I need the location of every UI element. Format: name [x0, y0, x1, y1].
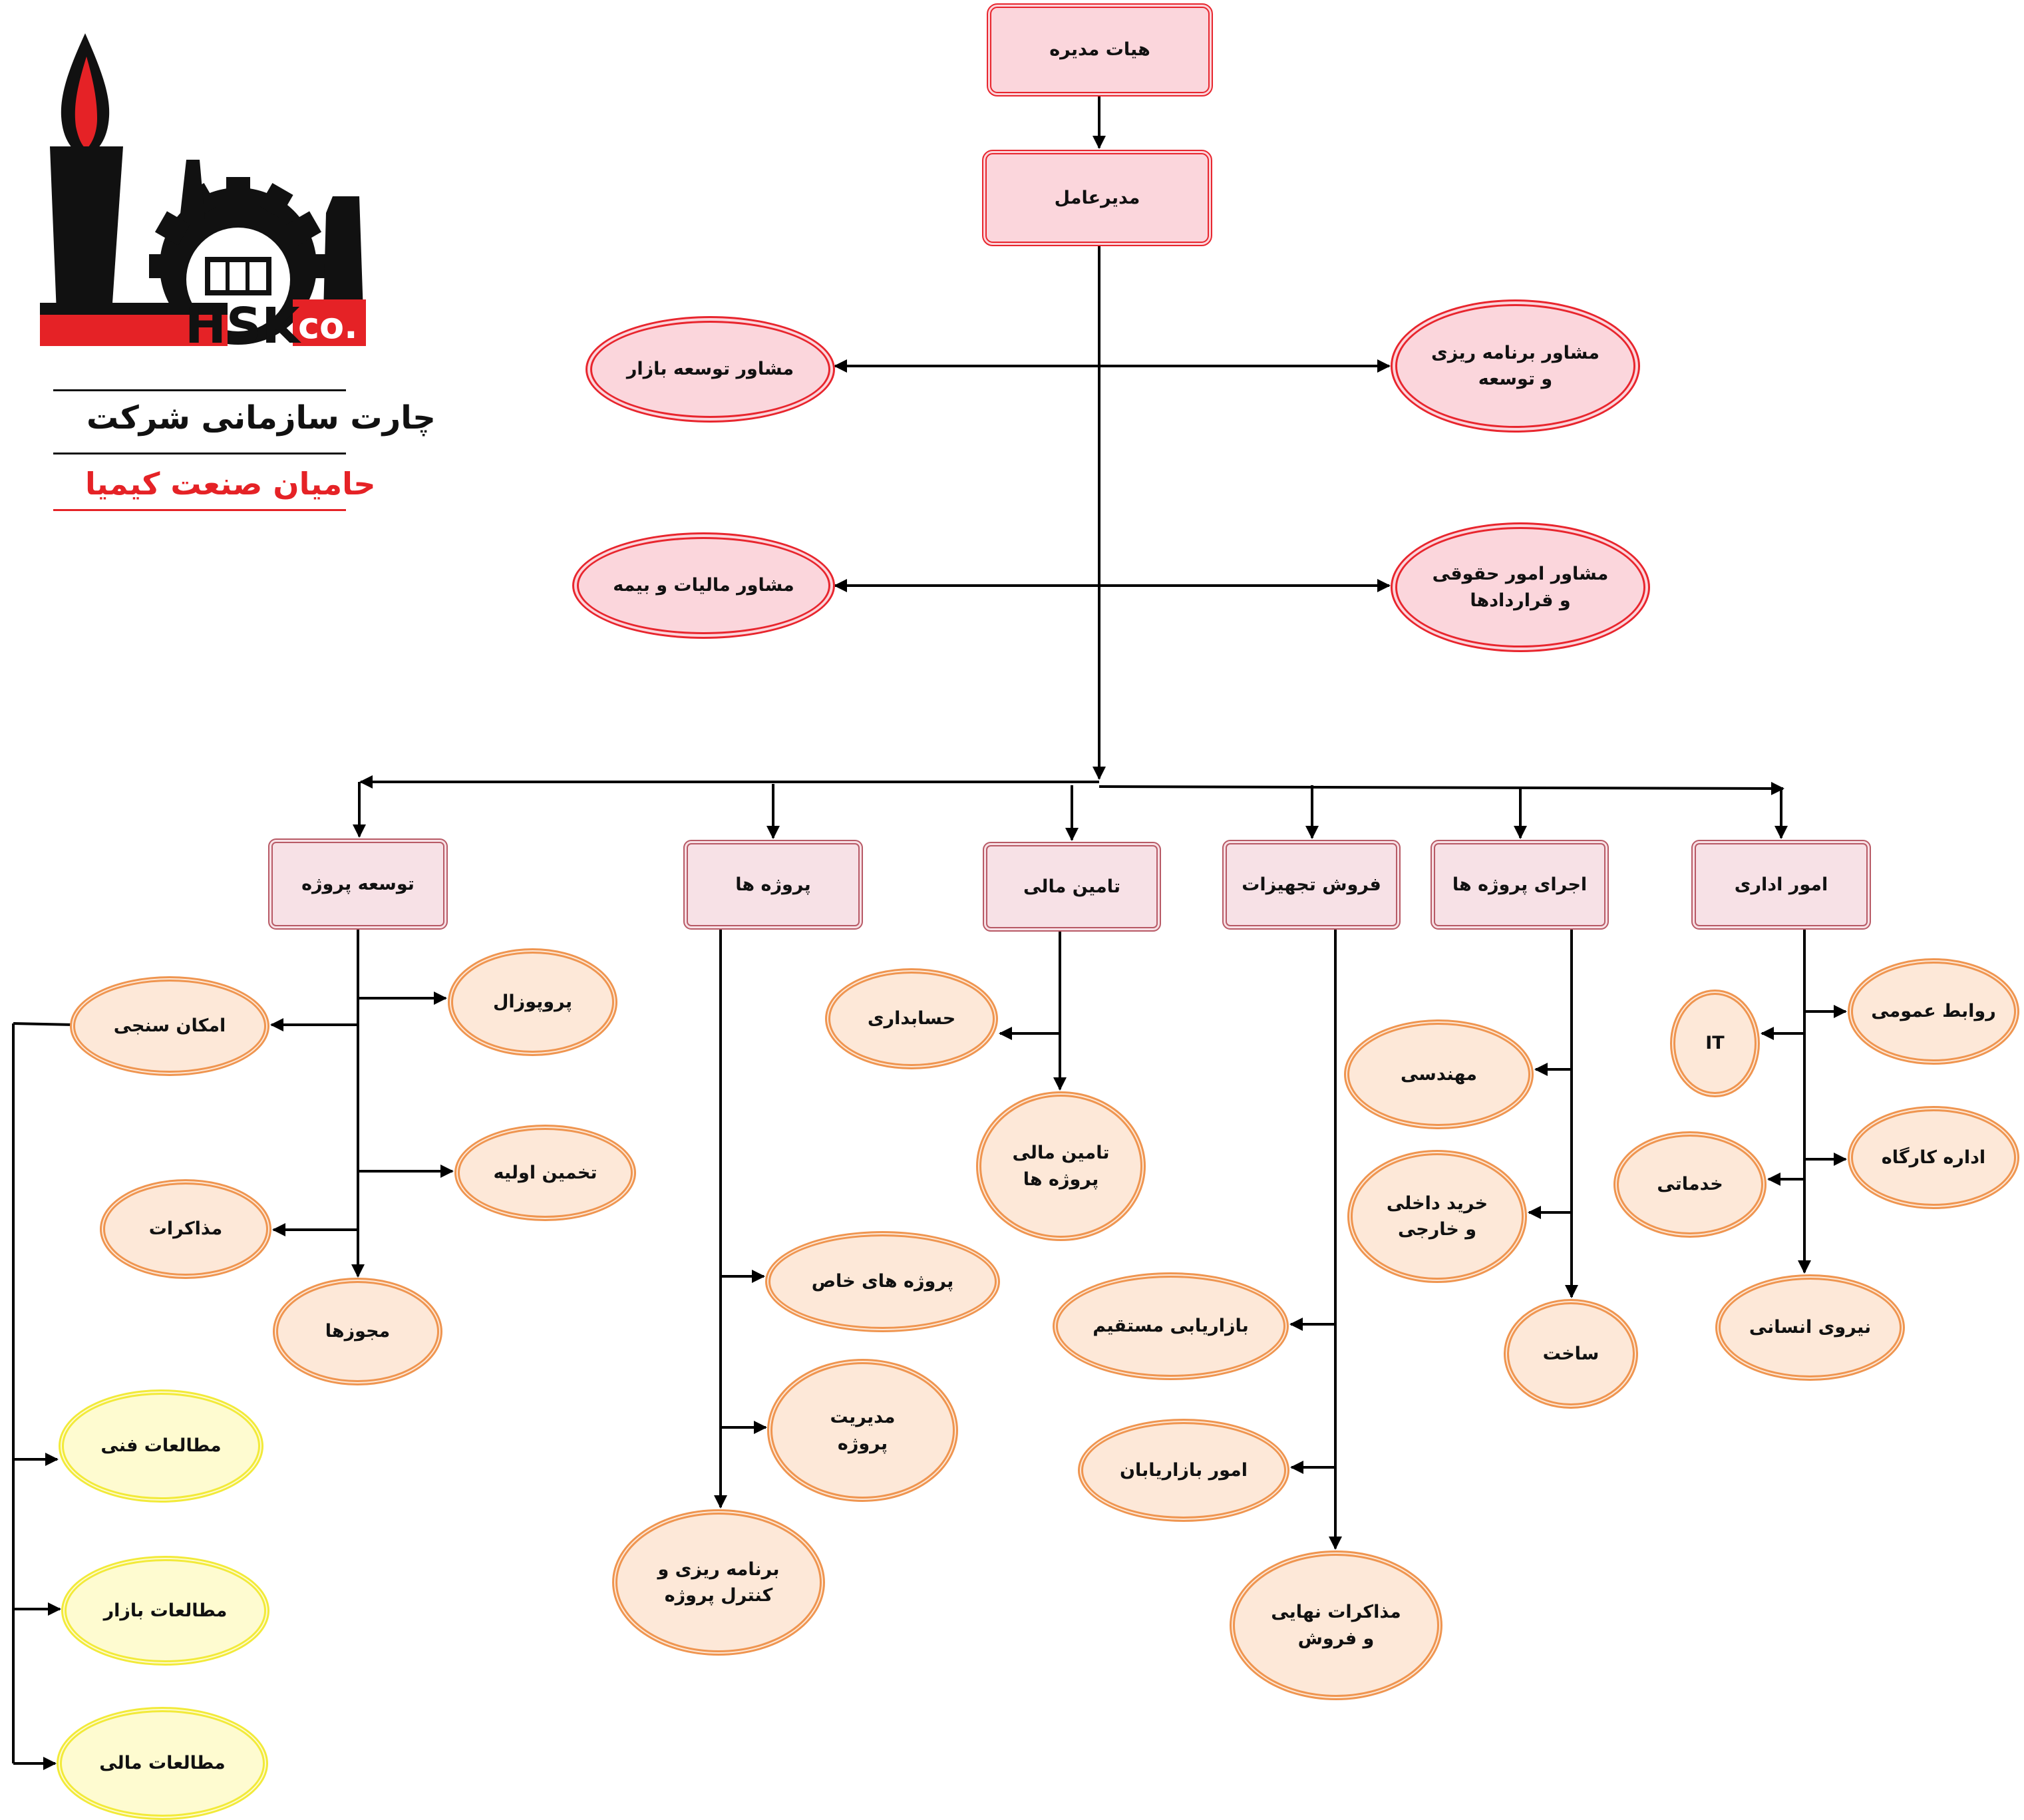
permits-label: مجوزها	[325, 1321, 391, 1342]
chimney-icon	[50, 146, 123, 313]
accounting-node[interactable]: حسابداری	[825, 968, 998, 1069]
project-financing-node[interactable]: تامین مالی پروژه ها	[976, 1091, 1146, 1241]
logo-mark-text: HSK	[185, 297, 301, 355]
dept-finance[interactable]: تامین مالی	[983, 842, 1161, 932]
dept-administration[interactable]: امور اداری	[1691, 840, 1871, 930]
project-management-label: مدیریت پروژه	[830, 1407, 896, 1454]
public-relations-label: روابط عمومی	[1871, 1001, 1996, 1022]
dept-finance-label: تامین مالی	[1023, 876, 1121, 897]
human-resources-label: نیروی انسانی	[1749, 1317, 1872, 1338]
proposal-label: پروپوزال	[492, 992, 572, 1013]
engineering-node[interactable]: مهندسی	[1344, 1019, 1534, 1129]
advisor-legal-contracts[interactable]: مشاور امور حقوقی و قراردادها	[1391, 522, 1650, 652]
dept-equipment-label: فروش تجهیزات	[1242, 874, 1381, 895]
dept-execution-label: اجرای پروژه ها	[1452, 874, 1588, 895]
board-label: هیات مدیره	[1049, 39, 1150, 61]
market-studies-node[interactable]: مطالعات بازار	[61, 1556, 269, 1666]
dept-projects-label: پروژه ها	[735, 874, 811, 895]
procurement-label: خرید داخلی و خارجی	[1386, 1192, 1488, 1240]
advisor-legal-label: مشاور امور حقوقی و قراردادها	[1432, 564, 1609, 611]
project-management-node[interactable]: مدیریت پروژه	[767, 1359, 958, 1502]
technical-studies-node[interactable]: مطالعات فنی	[59, 1389, 263, 1503]
flame-icon	[61, 33, 110, 157]
services-label: خدماتی	[1657, 1174, 1723, 1195]
factory-icon	[40, 160, 366, 346]
advisor-market-development[interactable]: مشاور توسعه بازار	[586, 316, 835, 423]
logo-mark: HSK co.	[40, 33, 366, 355]
connector-dept-bus-right	[1098, 781, 1784, 795]
advisor-planning-development[interactable]: مشاور برنامه ریزی و توسعه	[1391, 299, 1640, 433]
special-projects-node[interactable]: پروژه های خاص	[765, 1231, 1000, 1332]
logo-company-name: حامیان صنعت کیمیا	[85, 466, 376, 502]
accounting-label: حسابداری	[867, 1008, 956, 1029]
final-negotiations-label: مذاکرات نهایی و فروش	[1271, 1602, 1401, 1649]
project-financing-label: تامین مالی پروژه ها	[1012, 1143, 1110, 1190]
feasibility-label: امکان سنجی	[113, 1015, 226, 1037]
logo-rule-bottom	[53, 509, 346, 511]
dept-project-development-label: توسعه پروژه	[301, 873, 415, 894]
negotiations-label: مذاکرات	[148, 1218, 223, 1240]
direct-marketing-node[interactable]: بازاریابی مستقیم	[1053, 1272, 1289, 1380]
proposal-node[interactable]: پروپوزال	[448, 948, 617, 1056]
technical-studies-label: مطالعات فنی	[100, 1435, 222, 1457]
advisor-tax-label: مشاور مالیات و بیمه	[613, 575, 794, 596]
permits-node[interactable]: مجوزها	[273, 1278, 442, 1385]
dept-project-execution[interactable]: اجرای پروژه ها	[1431, 840, 1609, 930]
dept-admin-label: امور اداری	[1734, 874, 1828, 895]
advisor-market-label: مشاور توسعه بازار	[626, 359, 794, 380]
logo-rule-mid	[53, 453, 346, 455]
dept-equipment-sales[interactable]: فروش تجهیزات	[1222, 840, 1401, 930]
public-relations-node[interactable]: روابط عمومی	[1848, 958, 2019, 1065]
market-studies-label: مطالعات بازار	[103, 1600, 228, 1621]
financial-studies-node[interactable]: مطالعات مالی	[57, 1707, 268, 1820]
advisor-tax-insurance[interactable]: مشاور مالیات و بیمه	[572, 532, 835, 639]
project-planning-control-label: برنامه ریزی و کنترل پروژه	[657, 1558, 780, 1606]
workshop-administration-node[interactable]: اداره کارگاه	[1848, 1106, 2019, 1209]
workshop-administration-label: اداره کارگاه	[1881, 1147, 1986, 1168]
marketers-affairs-label: امور بازاریابان	[1119, 1459, 1248, 1481]
negotiations-node[interactable]: مذاکرات	[100, 1179, 271, 1279]
initial-estimate-label: تخمین اولیه	[493, 1162, 597, 1183]
dept-project-development[interactable]: توسعه پروژه	[268, 838, 448, 930]
financial-studies-label: مطالعات مالی	[99, 1753, 226, 1774]
services-node[interactable]: خدماتی	[1613, 1131, 1767, 1238]
final-negotiations-sales-node[interactable]: مذاکرات نهایی و فروش	[1230, 1550, 1442, 1700]
board-of-directors-box[interactable]: هیات مدیره	[987, 3, 1213, 96]
it-label: IT	[1705, 1033, 1725, 1054]
marketers-affairs-node[interactable]: امور بازاریابان	[1078, 1419, 1289, 1522]
special-projects-label: پروژه های خاص	[811, 1271, 954, 1292]
connector-feasibility-bracket	[13, 1022, 75, 1026]
human-resources-node[interactable]: نیروی انسانی	[1715, 1274, 1905, 1381]
project-planning-control-node[interactable]: برنامه ریزی و کنترل پروژه	[612, 1509, 825, 1656]
feasibility-node[interactable]: امکان سنجی	[70, 976, 269, 1076]
construction-node[interactable]: ساخت	[1504, 1299, 1638, 1409]
it-node[interactable]: IT	[1670, 990, 1760, 1097]
company-logo: HSK co. چارت سازمانی شرکت حامیان صنعت کی…	[33, 27, 436, 511]
initial-estimate-node[interactable]: تخمین اولیه	[454, 1125, 636, 1221]
direct-marketing-label: بازاریابی مستقیم	[1093, 1316, 1249, 1337]
engineering-label: مهندسی	[1400, 1063, 1478, 1085]
logo-title: چارت سازمانی شرکت	[86, 399, 436, 437]
dept-projects[interactable]: پروژه ها	[683, 840, 863, 930]
advisor-planning-label: مشاور برنامه ریزی و توسعه	[1431, 342, 1600, 389]
construction-label: ساخت	[1542, 1343, 1600, 1364]
procurement-node[interactable]: خرید داخلی و خارجی	[1347, 1150, 1527, 1283]
ceo-label: مدیرعامل	[1054, 187, 1140, 208]
logo-rule-top	[53, 389, 346, 391]
logo-suffix-text: co.	[298, 305, 358, 347]
ceo-box[interactable]: مدیرعامل	[982, 150, 1212, 246]
